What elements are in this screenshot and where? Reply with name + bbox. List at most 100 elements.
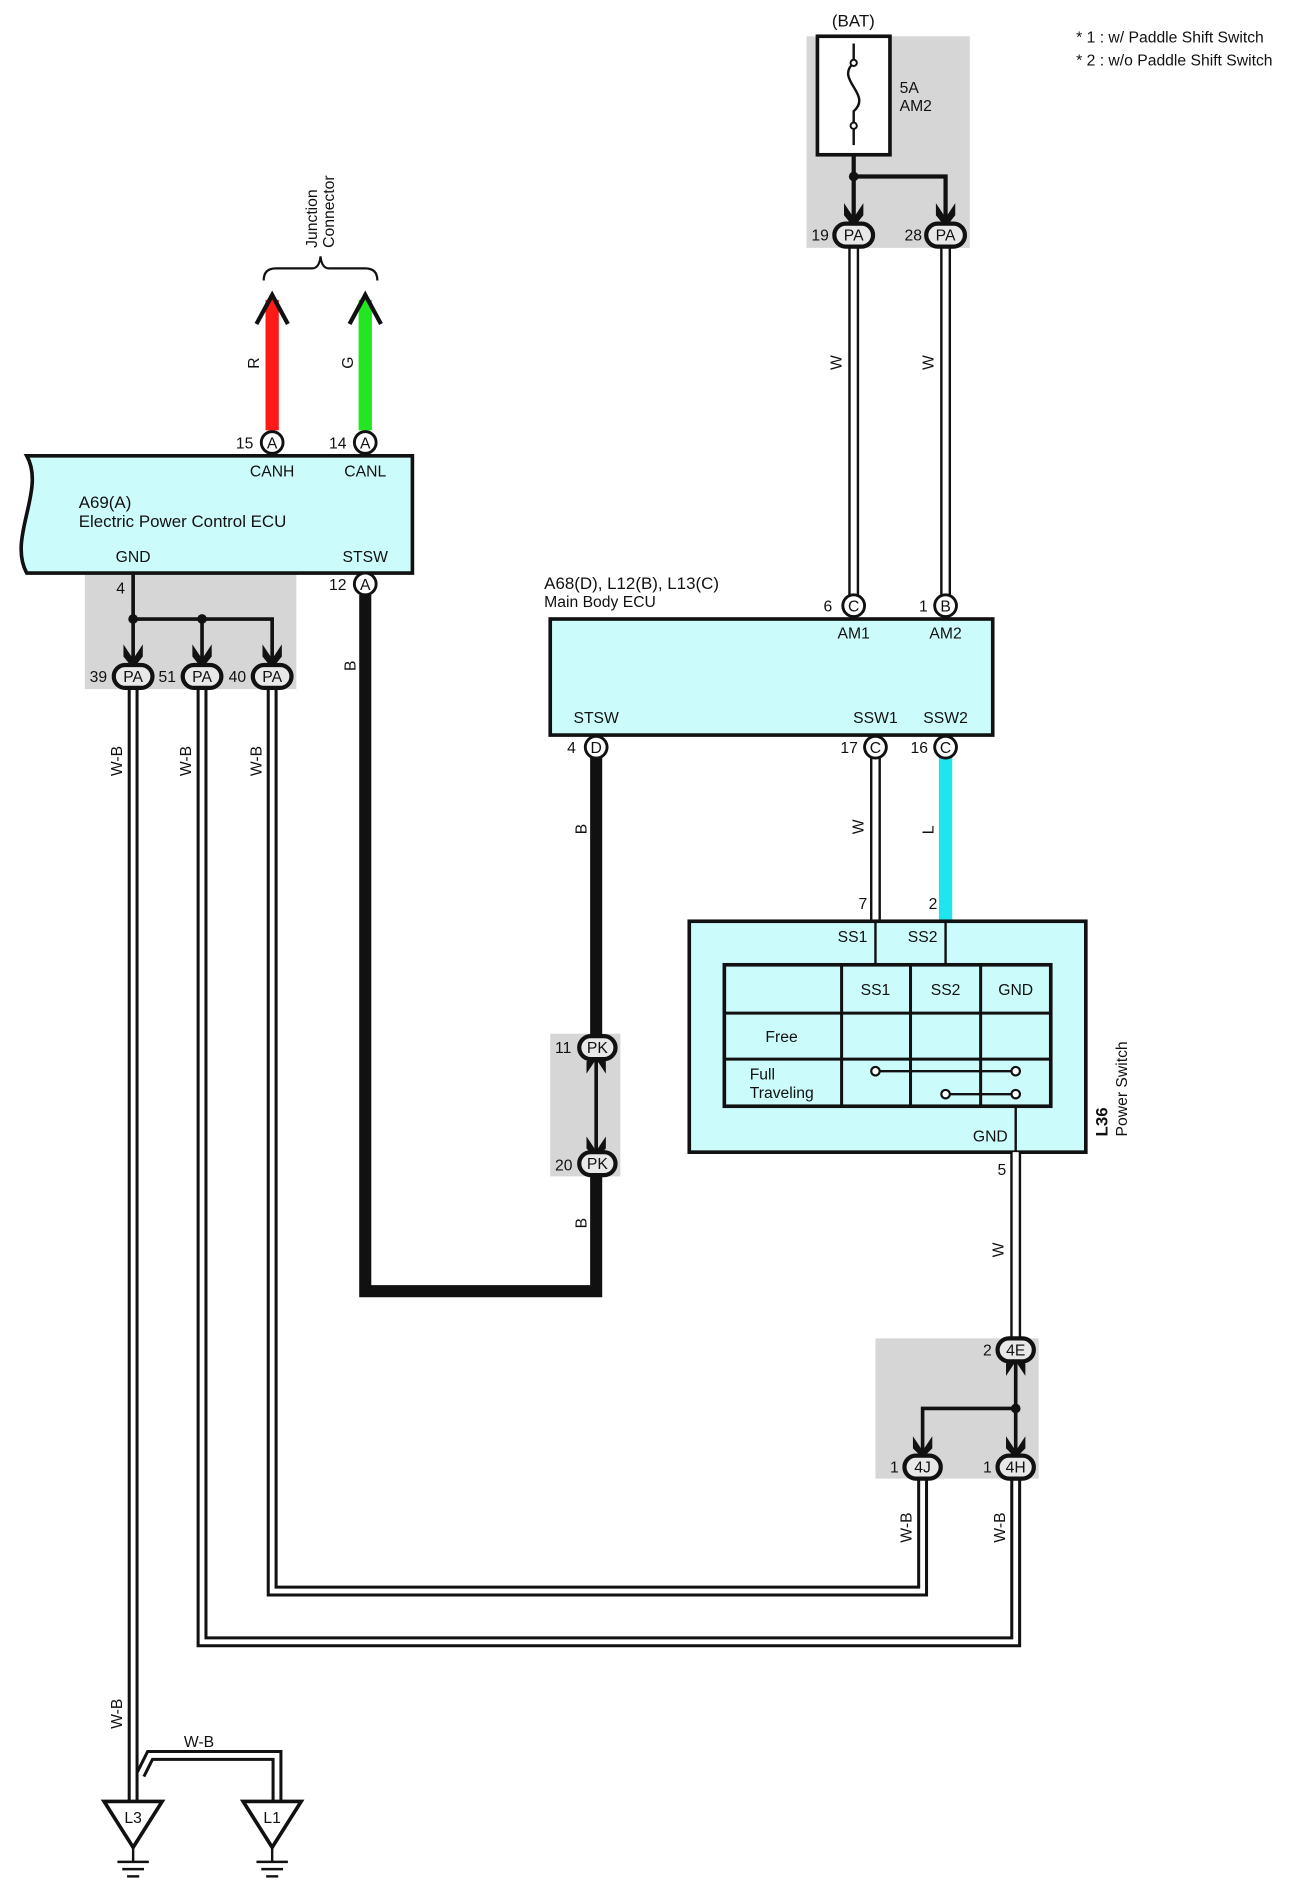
- conn-1j-code: 4J: [914, 1460, 931, 1477]
- wire-label-r: R: [246, 357, 263, 368]
- conn-11-num: 11: [555, 1040, 571, 1057]
- arrow-19: [844, 203, 864, 228]
- wire-label-wb-2: W-B: [178, 746, 195, 776]
- wire-label-w-3: W: [850, 819, 867, 834]
- fuse-terminal-top: [849, 58, 858, 67]
- conn-28-num: 28: [904, 228, 922, 245]
- conn-14-code: A: [360, 436, 371, 453]
- conn-51-code: PA: [192, 669, 212, 686]
- fuse-terminal-bottom: [849, 121, 858, 130]
- ecu-main-pin-am2: AM2: [929, 625, 961, 642]
- ecu-a69-pin-gnd: GND: [116, 549, 151, 566]
- conn-15: [259, 430, 285, 455]
- note-1: * 1 : w/ Paddle Shift Switch: [1076, 29, 1264, 46]
- conn-17: [863, 734, 888, 760]
- bat-label: (BAT): [832, 12, 875, 31]
- conn-17-code: C: [870, 740, 881, 757]
- ecu-a69-id: A69(A): [79, 493, 132, 512]
- ground-l3-icon: [100, 1799, 166, 1851]
- power-switch-id: L36: [1093, 1107, 1112, 1136]
- wire-label-wb-7: W-B: [992, 1512, 1009, 1542]
- conn-1h-num: 1: [983, 1460, 992, 1477]
- wire-label-wb-1: W-B: [109, 746, 126, 776]
- table-header-ss1: SS1: [861, 982, 891, 999]
- e-splice-branch: [920, 1406, 1016, 1451]
- conn-12-num: 12: [329, 577, 346, 594]
- conn-28-code: PA: [936, 228, 956, 245]
- ecu-a69-pin-canh: CANH: [250, 463, 294, 480]
- wire-wb-40: [269, 686, 926, 1594]
- power-switch-name: Power Switch: [1114, 1041, 1131, 1136]
- note-2: * 2 : w/o Paddle Shift Switch: [1076, 52, 1272, 69]
- conn-6-code: C: [848, 599, 859, 616]
- conn-14-num: 14: [329, 436, 347, 453]
- wire-label-wb-6: W-B: [899, 1512, 916, 1542]
- conn-11: [577, 1033, 618, 1062]
- conn-1b-code: B: [940, 599, 950, 616]
- conn-4d-num: 4: [567, 740, 576, 757]
- junction-line2: Connector: [321, 175, 338, 247]
- conn-19-code: PA: [844, 228, 864, 245]
- ground-l1-icon: [239, 1799, 305, 1851]
- conn-16-code: C: [940, 740, 951, 757]
- conn-2-num: 2: [929, 896, 938, 913]
- arrow-1j: [912, 1436, 933, 1459]
- junction-brace: [262, 256, 379, 281]
- wire-label-wb-4: W-B: [109, 1699, 126, 1729]
- conn-19: [832, 221, 876, 249]
- conn-1j-num: 1: [890, 1460, 899, 1477]
- conn-15-code: A: [267, 436, 278, 453]
- arrow-1h: [1006, 1436, 1026, 1459]
- conn-1h-code: 4H: [1006, 1460, 1026, 1477]
- switch-table: SS1 SS2 GND Free Full Traveling: [722, 962, 1053, 1109]
- conn-7-num: 7: [859, 896, 868, 913]
- fuse-rating: 5A: [900, 80, 920, 97]
- conn-20-num: 20: [555, 1157, 573, 1174]
- conn-2e: [995, 1336, 1036, 1364]
- ecu-main-pin-ssw2: SSW2: [923, 710, 968, 727]
- conn-12-code: A: [360, 577, 371, 594]
- ecu-a69-box: [19, 453, 415, 575]
- conn-40: [250, 662, 294, 691]
- conn-40-num: 40: [229, 669, 247, 686]
- conn-2e-num: 2: [983, 1342, 992, 1359]
- ecu-main-pin-stsw: STSW: [573, 710, 619, 727]
- conn-39-num: 39: [90, 669, 107, 686]
- table-row-free: Free: [765, 1029, 798, 1046]
- wire-label-l: L: [920, 825, 937, 834]
- conn-5-num: 5: [998, 1162, 1007, 1179]
- conn-6-num: 6: [823, 599, 832, 616]
- conn-1b: [933, 593, 958, 619]
- gnd-splice-bus: [133, 617, 274, 659]
- wire-label-w-1: W: [829, 355, 846, 370]
- conn-11-code: PK: [587, 1040, 608, 1057]
- conn-4d: [583, 734, 609, 760]
- conn-39: [111, 662, 155, 691]
- conn-12: [352, 571, 378, 597]
- conn-20: [577, 1150, 618, 1178]
- ecu-main-name: Main Body ECU: [544, 594, 656, 611]
- ecu-a69-pin-canl: CANL: [344, 463, 386, 480]
- conn-28: [924, 221, 968, 249]
- ground-l3-label: L3: [124, 1810, 142, 1827]
- conn-2e-code: 4E: [1006, 1342, 1025, 1359]
- arrow-28: [935, 203, 956, 228]
- junction-line1: Junction: [304, 189, 321, 247]
- wire-b-stsw: [359, 594, 603, 1298]
- conn-4d-code: D: [591, 740, 602, 757]
- wire-wb-51: [199, 686, 1019, 1645]
- wire-label-b-1: B: [343, 661, 360, 671]
- ecu-a69-name: Electric Power Control ECU: [79, 512, 287, 531]
- table-header-ss2: SS2: [931, 982, 961, 999]
- conn-51: [180, 662, 224, 691]
- conn-51-num: 51: [159, 669, 176, 686]
- wire-label-wb-5: W-B: [184, 1734, 214, 1751]
- conn-16-num: 16: [911, 740, 929, 757]
- conn-1j: [902, 1453, 943, 1481]
- table-header-gnd: GND: [998, 982, 1033, 999]
- conn-17-num: 17: [840, 740, 857, 757]
- ecu-main-pin-am1: AM1: [838, 625, 870, 642]
- conn-19-num: 19: [811, 228, 828, 245]
- bat-branch: [853, 174, 948, 218]
